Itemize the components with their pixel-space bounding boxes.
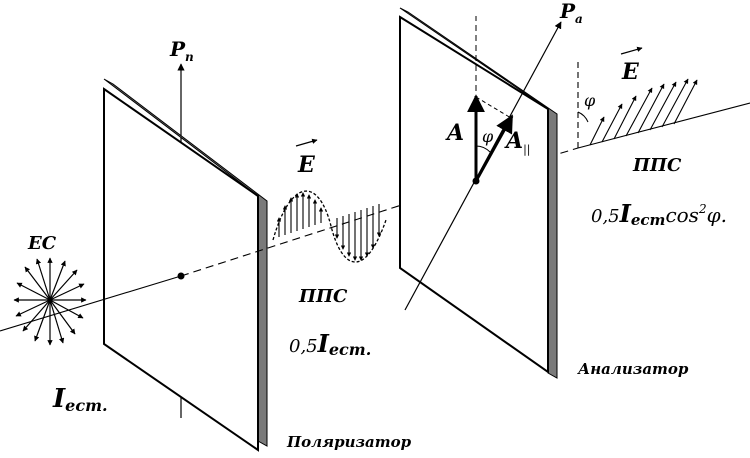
E-right-vector-bar bbox=[620, 46, 643, 55]
field-vector-left-label: E bbox=[297, 152, 316, 178]
intensity-natural-label: Iест. bbox=[52, 384, 108, 415]
angle-phi-output-label: φ bbox=[584, 91, 596, 110]
output-intensity-label: 0,5Iестcos2φ. bbox=[591, 199, 727, 229]
amplitude-parallel-vector bbox=[474, 114, 514, 182]
polarizer-center-dot bbox=[177, 272, 185, 280]
polarizer-name-label: Поляризатор bbox=[286, 433, 412, 451]
angle-arc-analyzer bbox=[475, 145, 491, 153]
analyzer-axis-label: Pа bbox=[559, 0, 583, 26]
field-wave bbox=[272, 190, 387, 263]
polarizer-plate bbox=[103, 78, 268, 452]
analyzer-center-dot bbox=[472, 177, 480, 185]
E-left-vector-bar bbox=[295, 138, 318, 147]
plane-polarized-right-label: ППС bbox=[632, 155, 682, 176]
output-field-fan bbox=[577, 62, 698, 148]
plane-polarized-left-label: ППС bbox=[298, 286, 348, 307]
natural-light-star bbox=[13, 257, 87, 346]
angle-phi-analyzer-label: φ bbox=[482, 127, 494, 146]
polarizer-axis-label: Pп bbox=[169, 37, 194, 64]
amplitude-A-label: A bbox=[445, 120, 464, 146]
analyzer-name-label: Анализатор bbox=[577, 360, 689, 378]
amplitude-parallel-label: A|| bbox=[504, 128, 531, 157]
analyzer-plate bbox=[399, 7, 558, 379]
half-intensity-label: 0,5Iест. bbox=[289, 329, 371, 359]
field-vector-right-label: E bbox=[621, 59, 640, 85]
natural-light-label: ЕС bbox=[27, 233, 57, 254]
